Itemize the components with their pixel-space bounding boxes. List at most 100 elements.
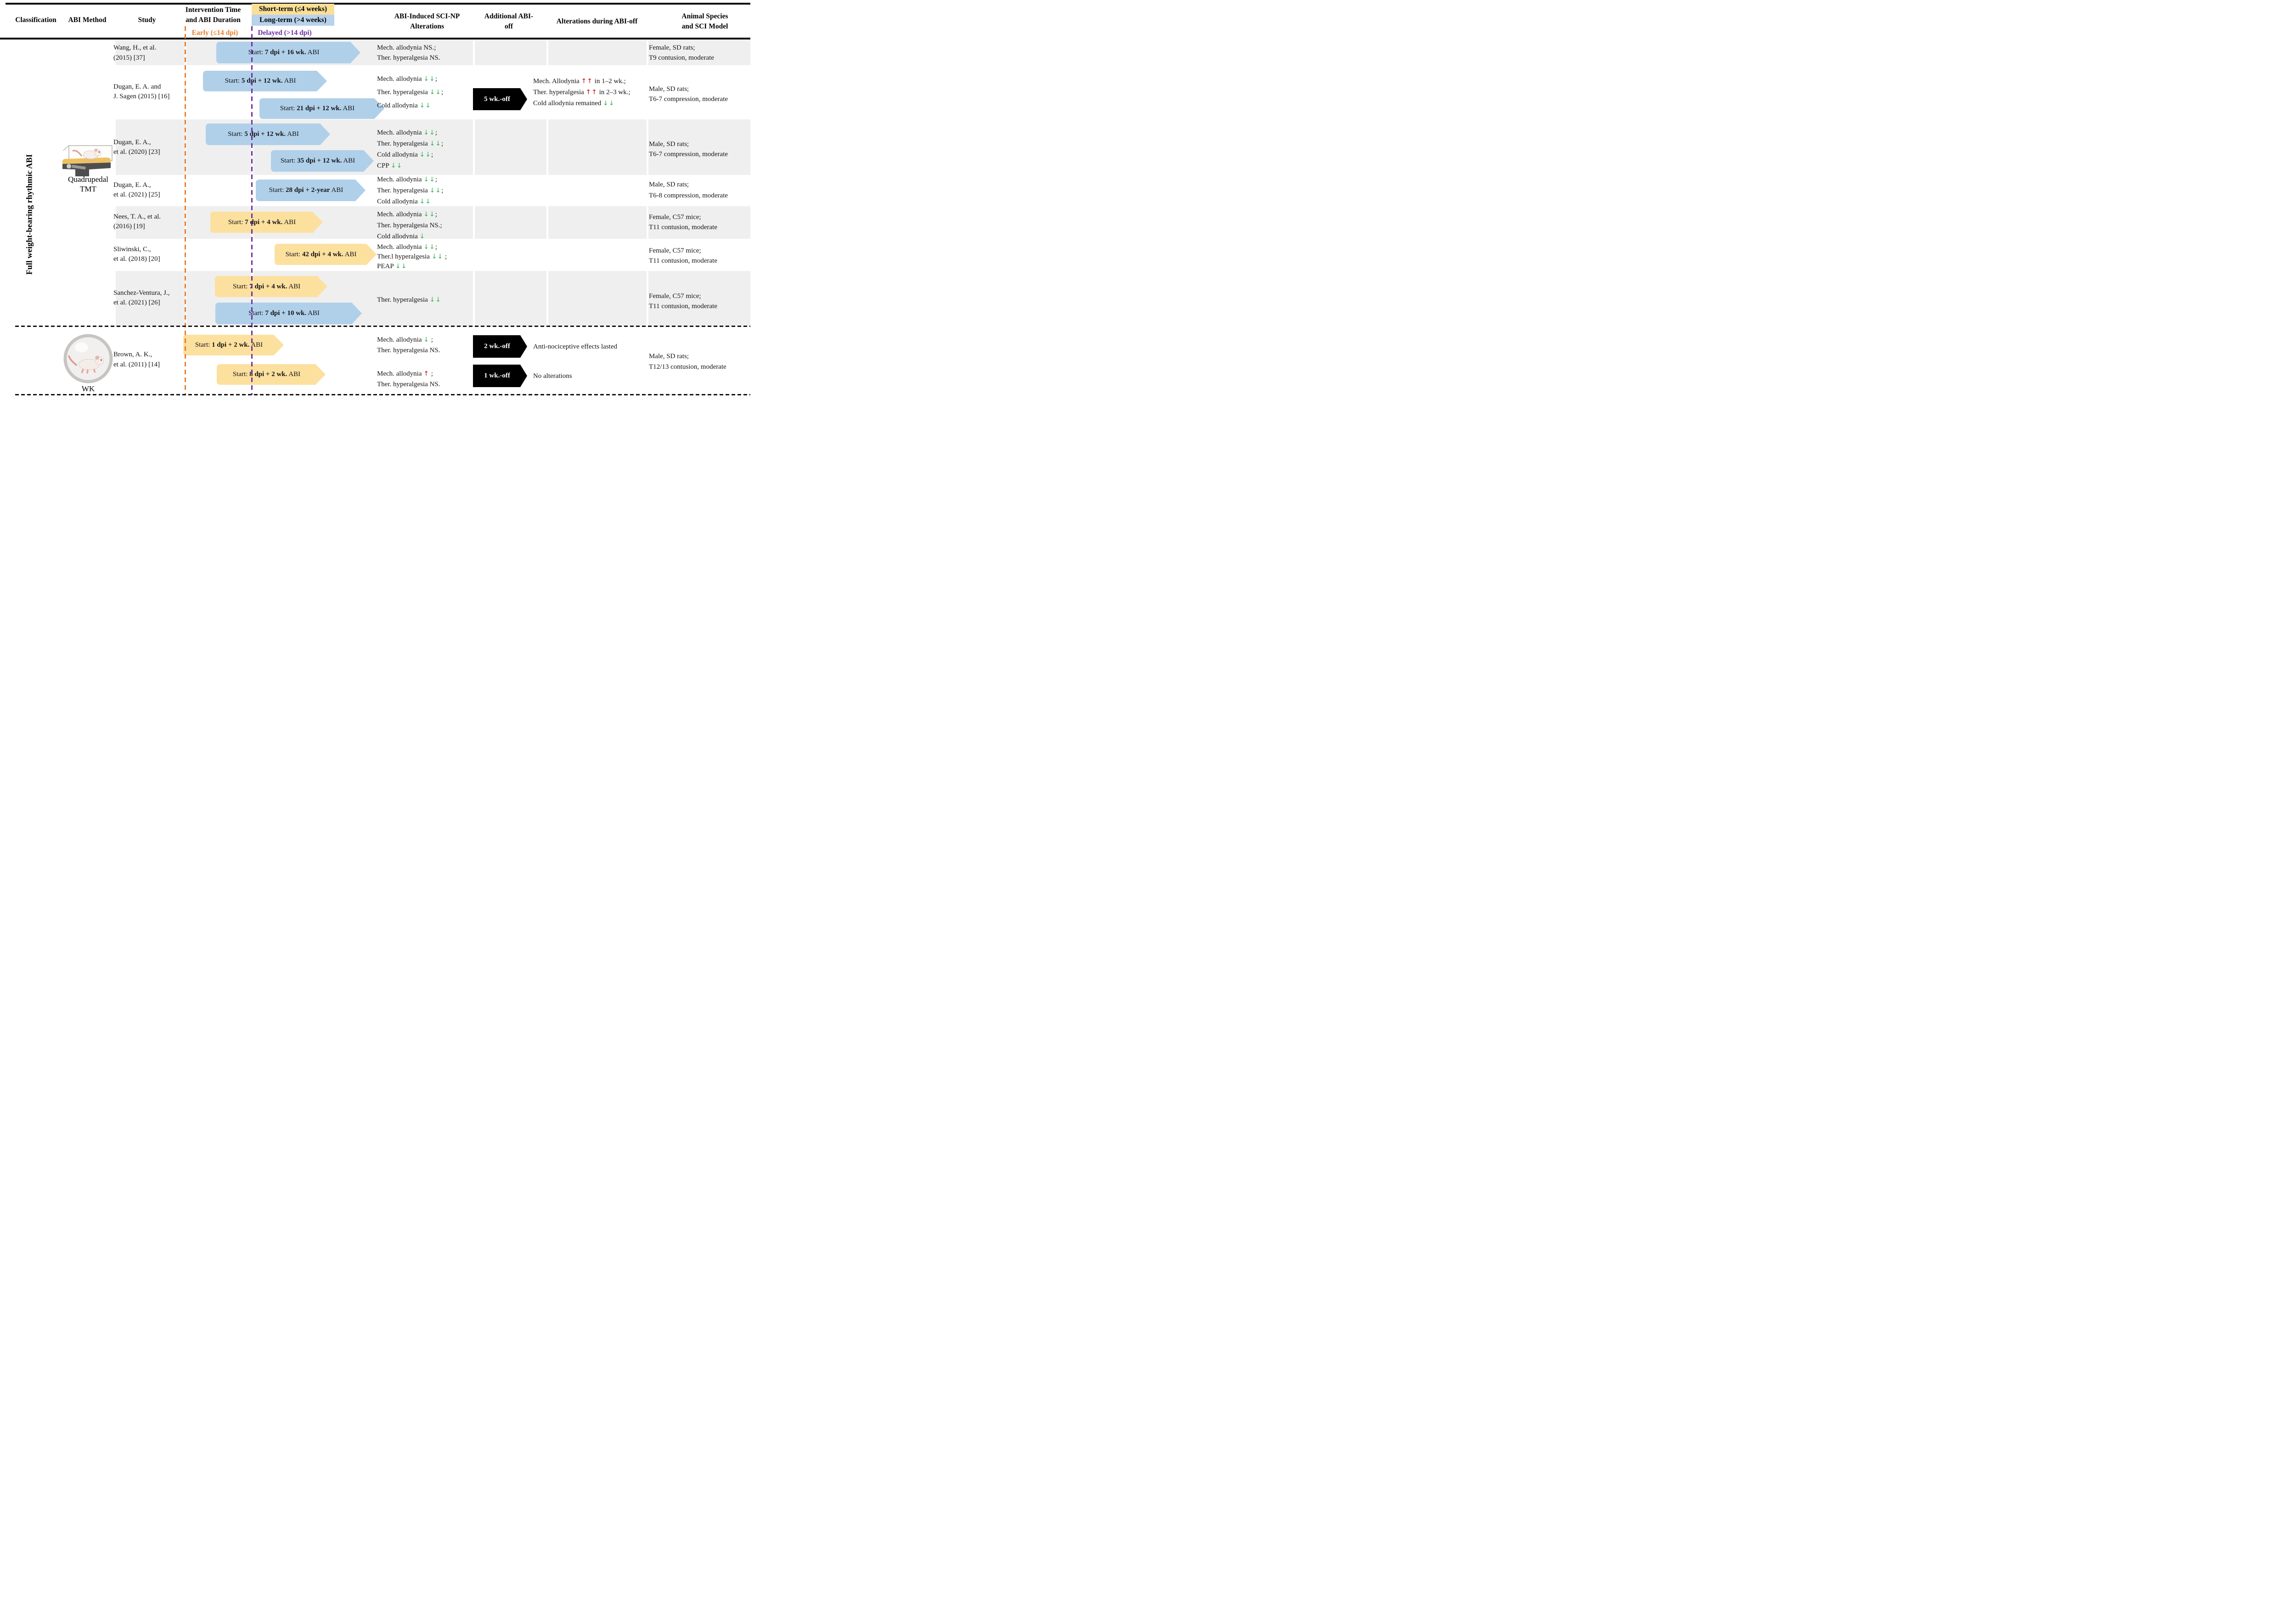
- decrease-arrows-glyph: ↓↓: [423, 243, 435, 251]
- col-header-species-line1: Animal Species: [681, 12, 728, 20]
- decrease-arrows-glyph: ↓: [423, 336, 429, 343]
- text-segment: Ther. hyperalgesia: [377, 140, 430, 147]
- text-block: Female, C57 mice; T11 contusion, moderate: [649, 291, 717, 311]
- alteration-line: Mech. allodynia ↓↓;: [377, 127, 443, 138]
- arrow-label-suffix: ABI: [342, 157, 355, 164]
- row-band: [116, 175, 750, 206]
- text-segment: ;: [443, 253, 447, 260]
- text-block: Dugan, E. A. and J. Sagen (2015) [16]: [113, 82, 169, 101]
- species-label: T11 contusion, moderate: [649, 303, 717, 310]
- running-wheel-icon: [63, 334, 113, 383]
- arrow-label-timing: 5 dpi + 12 wk.: [241, 77, 283, 84]
- species-label: Female, C57 mice;: [649, 247, 701, 254]
- arrow-label-suffix: ABI: [282, 77, 296, 84]
- alteration-line: Cold allodynia ↓: [377, 231, 442, 242]
- species-label: Female, C57 mice;: [649, 293, 701, 300]
- col-header-alterations-line1: ABI-Induced SCI-NP: [394, 12, 460, 20]
- text-block: Mech. allodynia ↓ ;Ther. hyperalgesia NS…: [377, 335, 440, 356]
- arrow-label-suffix: ABI: [343, 250, 357, 258]
- col-header-abi-method: ABI Method: [68, 16, 107, 24]
- decrease-arrows-glyph: ↓↓: [419, 102, 431, 109]
- abi-off-arrow: 5 wk.-off: [473, 88, 527, 110]
- col-header-abi-off-line1: Additional ABI-: [484, 12, 534, 20]
- timeline-arrow: Start: 28 dpi + 2-year ABI: [256, 180, 366, 201]
- text-segment: Mech. allodynia: [377, 176, 424, 183]
- abi-summary-figure: Wang, H., et al.(2015) [37]Start: 7 dpi …: [0, 0, 750, 401]
- col-header-species-line2: and SCI Model: [681, 23, 728, 30]
- column-gap: [546, 40, 548, 65]
- species-label: T12/13 contusion, moderate: [649, 363, 726, 371]
- study-label: et al. (2011) [14]: [113, 361, 160, 368]
- method-label-quadrupedal-tmt: Quadrupedal TMT: [68, 175, 108, 193]
- during-off-line: No alterations: [533, 371, 572, 382]
- text-block: Ther. hyperalgesia ↓↓: [377, 295, 441, 305]
- text-block: Nees, T. A., et al.(2016) [19]: [113, 212, 161, 231]
- study-label: Dugan, E. A.,: [113, 139, 151, 146]
- species-label: Male, SD rats;: [649, 141, 689, 148]
- text-segment: Anti-nociceptive effects lasted: [533, 343, 617, 350]
- alteration-line: Ther. hyperalgesia ↓↓;: [377, 138, 443, 149]
- increase-arrows-glyph: ↑: [423, 370, 429, 377]
- col-header-intervention-line1: Intervention Time: [185, 6, 241, 14]
- col-header-intervention-line2: and ABI Duration: [186, 16, 241, 24]
- species-label: Male, SD rats;: [649, 85, 689, 93]
- timeline-arrow: Start: 21 dpi + 12 wk. ABI: [259, 98, 384, 119]
- decrease-arrows-glyph: ↓↓: [390, 162, 403, 169]
- treadmill-icon: [62, 145, 113, 176]
- abi-off-arrow: 2 wk.-off: [473, 335, 527, 358]
- study-label: et al. (2020) [23]: [113, 148, 160, 156]
- text-block: Sanchez-Ventura, J.,et al. (2021) [26]: [113, 288, 169, 308]
- study-label: (2016) [19]: [113, 223, 145, 230]
- species-label: Female, C57 mice;: [649, 214, 701, 221]
- arrow-label-timing: 35 dpi + 12 wk.: [297, 157, 342, 164]
- text-block: Anti-nociceptive effects lasted: [533, 342, 617, 352]
- text-segment: ;: [435, 176, 437, 183]
- arrow-label-suffix: ABI: [282, 218, 296, 226]
- timeline-arrow: Start: 35 dpi + 12 wk. ABI: [271, 150, 374, 172]
- decrease-arrows-glyph: ↓↓: [423, 211, 435, 218]
- column-gap: [546, 119, 548, 175]
- arrow-label-timing: 7 dpi + 4 wk.: [249, 282, 287, 290]
- abi-off-label: 5 wk.-off: [484, 95, 510, 103]
- timeline-arrow: Start: 5 dpi + 12 wk. ABI: [206, 124, 330, 145]
- text-segment: Mech. allodynia: [377, 243, 424, 251]
- arrow-label-suffix: ABI: [306, 49, 320, 56]
- col-header-during-off: Alterations during ABI-off: [556, 17, 638, 25]
- decrease-arrows-glyph: ↓↓: [423, 129, 435, 136]
- row-band: [116, 239, 750, 271]
- text-segment: Mech. allodynia: [377, 75, 424, 83]
- method-label-wk: WK: [81, 384, 95, 393]
- text-segment: Ther. hyperalgesia NS.: [377, 347, 440, 354]
- alteration-line: Ther. hyperalgesia NS.: [377, 53, 440, 63]
- text-segment: ;: [435, 129, 437, 136]
- abi-off-label: 1 wk.-off: [484, 372, 510, 379]
- text-block: Dugan, E. A.,et al. (2021) [25]: [113, 180, 160, 200]
- text-segment: Ther. hyperalgesia: [377, 187, 430, 194]
- text-segment: Ther. hyperalgesia: [377, 296, 430, 304]
- during-off-line: Mech. Allodynia ↑↑ in 1–2 wk.;: [533, 76, 630, 87]
- arrow-label-suffix: ABI: [287, 282, 301, 290]
- arrow-label-timing: 1 dpi + 2 wk.: [212, 341, 250, 349]
- text-block: Dugan, E. A., et al. (2020) [23]: [113, 138, 160, 157]
- study-label: Dugan, E. A. and: [113, 83, 161, 90]
- arrow-label-prefix: Start:: [228, 130, 245, 138]
- alteration-line: Mech. allodynia ↓↓;: [377, 174, 443, 185]
- arrow-label-timing: 42 dpi + 4 wk.: [302, 250, 343, 258]
- species-label: T9 contusion, moderate: [649, 54, 715, 62]
- text-block: Male, SD rats;T12/13 contusion, moderate: [649, 351, 726, 372]
- arrow-label-prefix: Start:: [195, 341, 212, 349]
- tmt-wk-separator: [15, 326, 750, 327]
- timeline-arrow: Start: 7 dpi + 10 wk. ABI: [215, 303, 362, 324]
- timeline-arrow: Start: 7 dpi + 4 wk. ABI: [215, 276, 327, 297]
- decrease-arrows-glyph: ↓↓: [429, 89, 442, 96]
- text-segment: ;: [431, 151, 433, 158]
- arrow-label-timing: 8 dpi + 2 wk.: [249, 371, 287, 378]
- arrow-label-prefix: Start:: [280, 105, 297, 112]
- increase-arrows-glyph: ↑↑: [585, 89, 598, 96]
- arrow-label-timing: 21 dpi + 12 wk.: [297, 105, 342, 112]
- text-block: Mech. allodynia ↓↓;Ther. hyperalgesia ↓↓…: [377, 73, 443, 113]
- study-label: J. Sagen (2015) [16]: [113, 93, 170, 100]
- decrease-arrows-glyph: ↓↓: [431, 253, 444, 260]
- timeline-arrow: Start: 5 dpi + 12 wk. ABI: [203, 71, 327, 91]
- timeline-arrow: Start: 8 dpi + 2 wk. ABI: [217, 364, 326, 385]
